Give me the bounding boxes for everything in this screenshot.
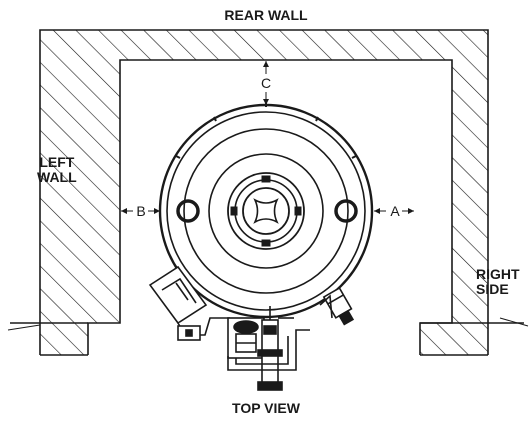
flue-baffle <box>255 200 277 222</box>
flue-ring <box>235 180 297 242</box>
left-wall-label-line-1: LEFT <box>37 155 77 170</box>
clearance-c-label: C <box>261 75 271 91</box>
flue-tab-top <box>262 176 270 182</box>
rear-wall-label: REAR WALL <box>0 8 532 23</box>
left-wall-label: LEFT WALL <box>37 155 77 184</box>
junction-box <box>150 267 206 323</box>
tank-inner-ring <box>209 154 323 268</box>
right-side-label-line-2: SIDE <box>476 282 520 297</box>
flue-tab-left <box>231 207 237 215</box>
clearance-a-dimension: A <box>374 203 414 219</box>
cold-inlet-fitting <box>178 201 198 221</box>
flue-tab-bottom <box>262 240 270 246</box>
flue-collar <box>243 188 289 234</box>
right-side-label: RIGHT SIDE <box>476 267 520 296</box>
floor-break-right <box>500 318 528 326</box>
right-side-label-line-1: RIGHT <box>476 267 520 282</box>
clearance-b-dimension: B <box>121 203 160 219</box>
relief-valve <box>324 288 357 326</box>
left-wall-label-line-2: WALL <box>37 170 77 185</box>
clearance-a-label: A <box>390 203 400 219</box>
floor-break-left <box>8 325 40 330</box>
flue-tab-right <box>295 207 301 215</box>
hot-outlet-fitting <box>336 201 356 221</box>
top-view-label: TOP VIEW <box>0 401 532 416</box>
clearance-c-dimension: C <box>261 61 271 105</box>
gas-control-assembly <box>150 267 356 390</box>
clearance-b-label: B <box>136 203 145 219</box>
flue-outer <box>228 173 304 249</box>
